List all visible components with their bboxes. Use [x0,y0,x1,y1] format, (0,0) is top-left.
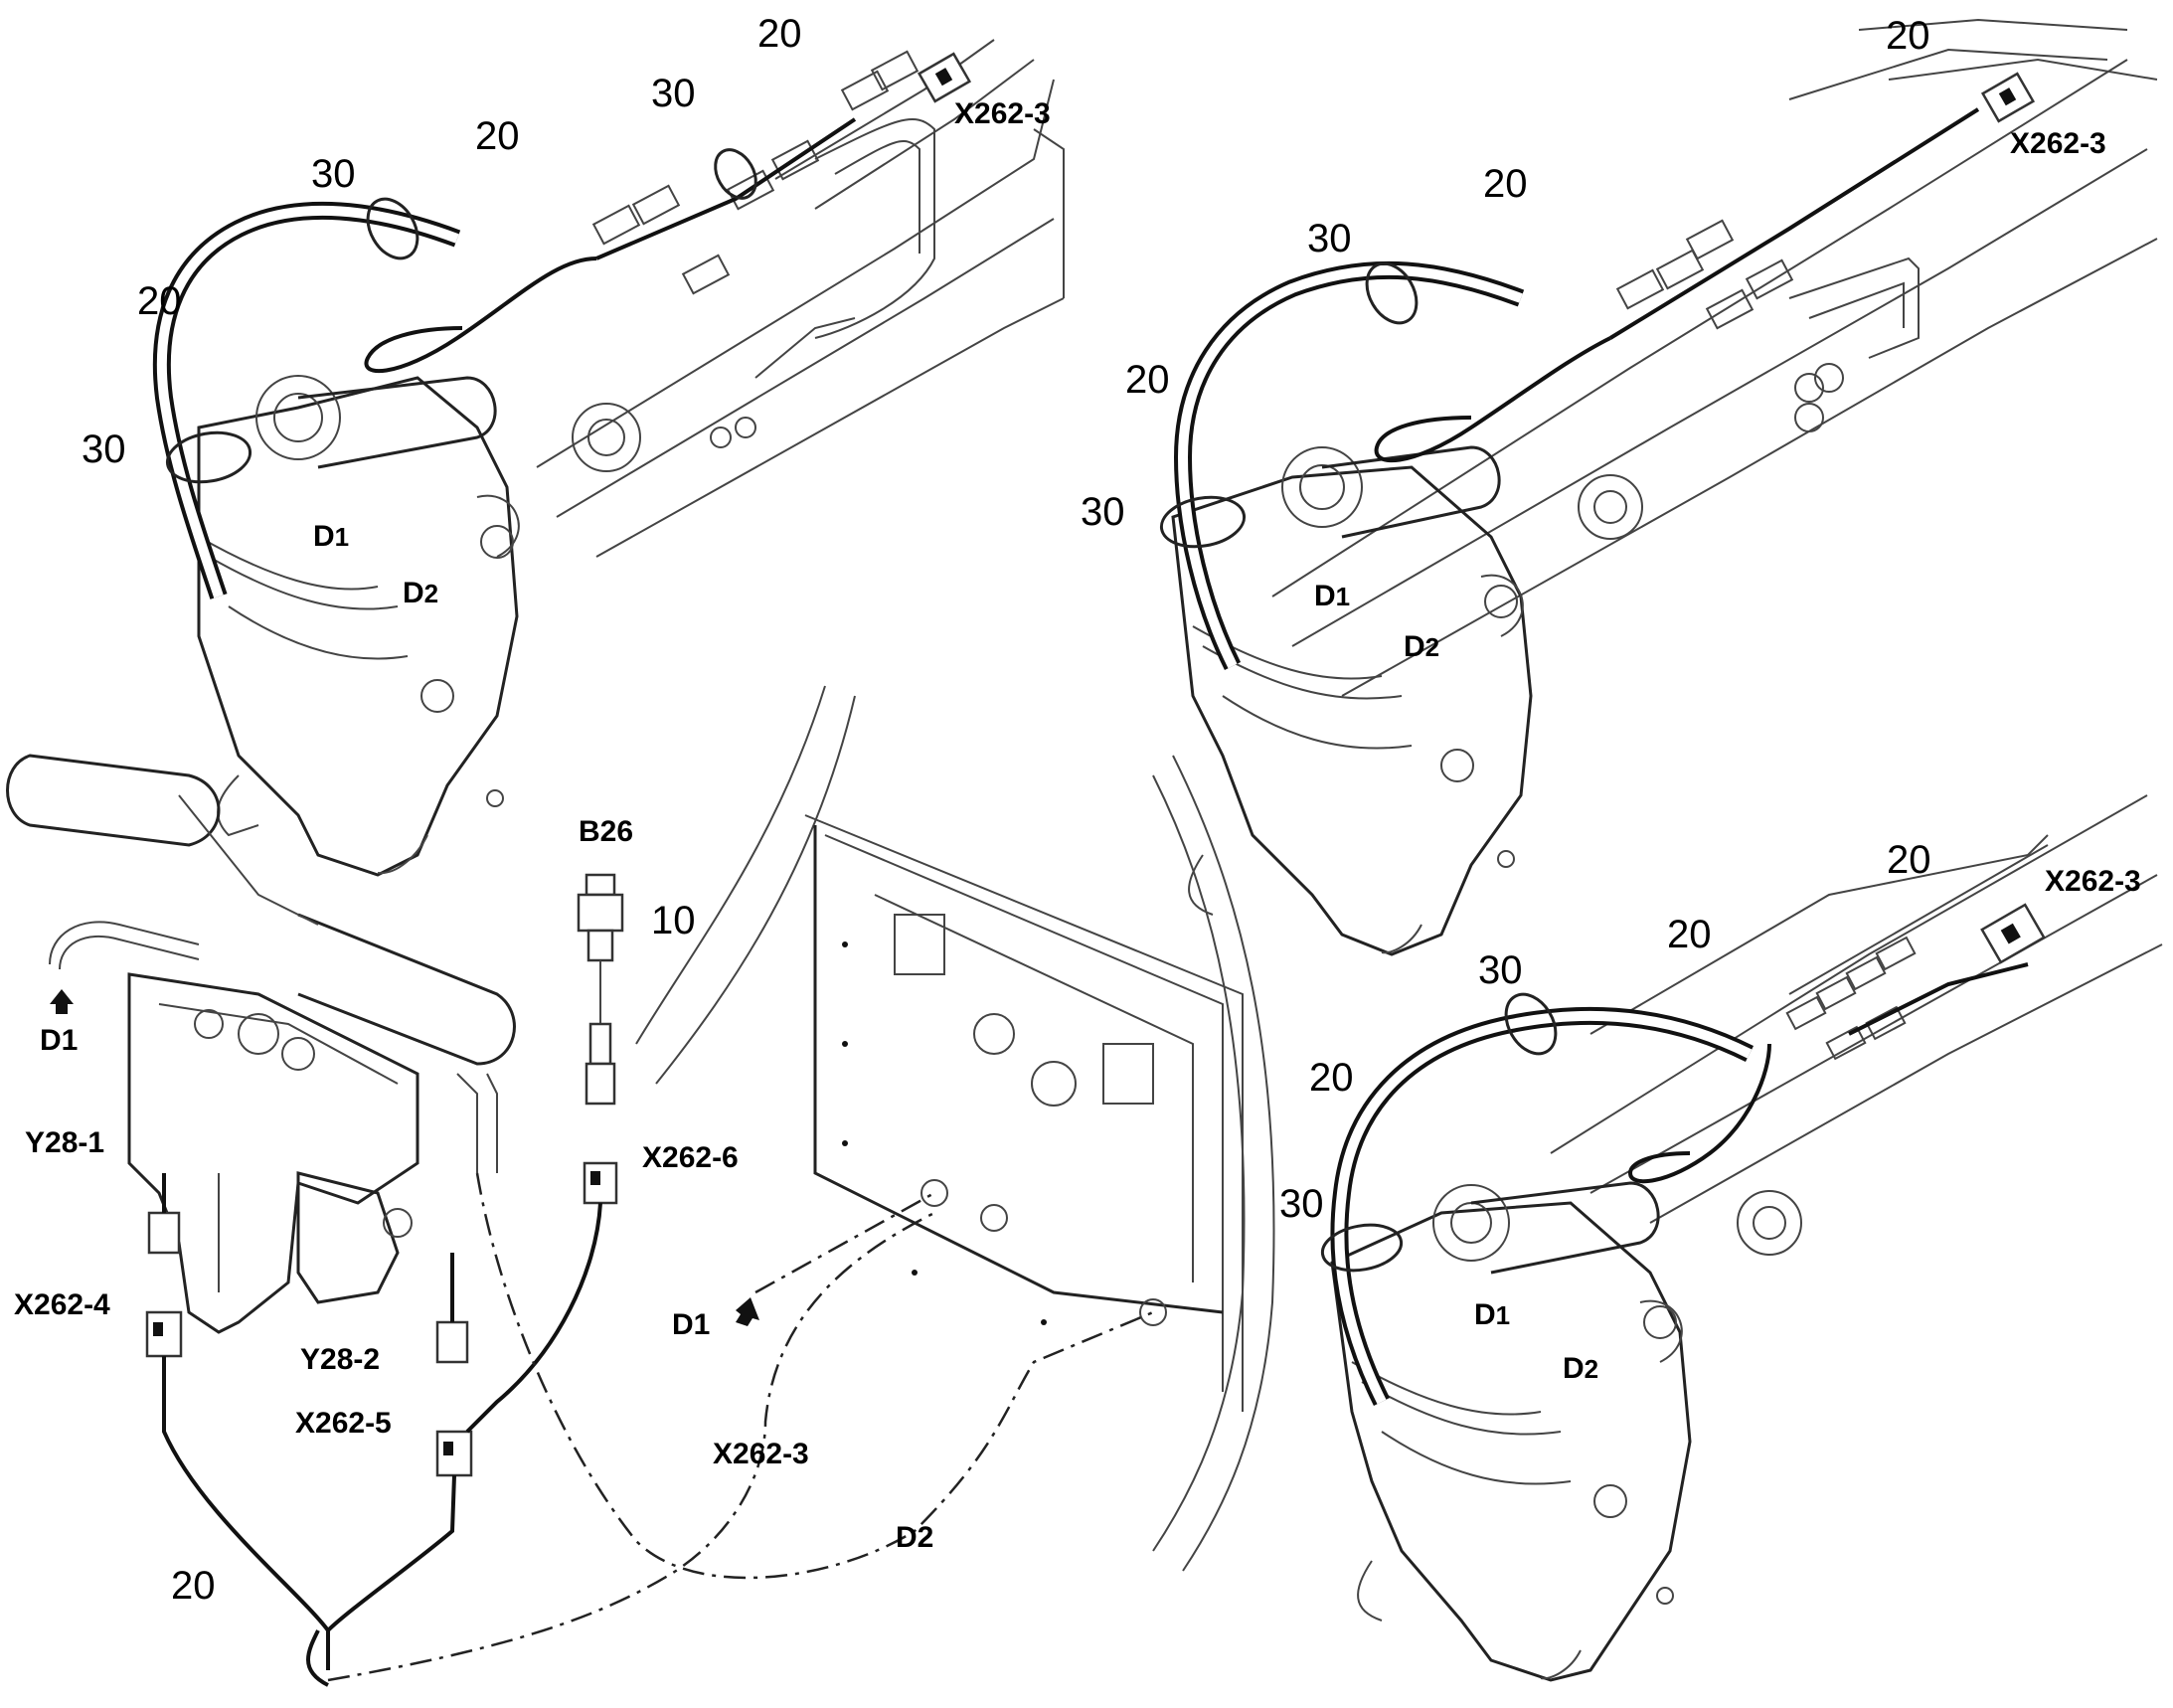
connector-x262-6-icon [583,1161,618,1205]
callout-20-connector-lead: 20 [757,12,802,56]
bottom-center-panel [635,685,1275,1572]
port-label-d1: D1 [1314,580,1351,612]
callout-20-outer-loop: 20 [1125,358,1170,402]
top-right-assembly [1159,18,2158,956]
callout-30-clamp-boom: 30 [651,72,696,115]
port-label-d1: D1 [313,520,350,553]
routing-label-d2: D2 [896,1521,934,1554]
sensor-label-b26: B26 [579,815,634,848]
callout-20-connector-lead: 20 [1886,14,1930,58]
port-label-d2: D2 [1563,1352,1599,1385]
callout-20-inner-loop: 20 [1667,913,1712,956]
connector-x262-5-icon [435,1430,473,1477]
port-label-d2: D2 [1404,630,1440,663]
callout-30-clamp-lower: 30 [1081,490,1125,534]
callout-30-clamp-lower: 30 [82,427,126,471]
connector-label-x262-5: X262-5 [295,1407,392,1440]
connector-label-x262-6: X262-6 [642,1141,739,1174]
callout-20-connector-lead: 20 [1887,838,1931,882]
callout-20-inner-loop: 20 [1483,162,1528,206]
connector-label-x262-3: X262-3 [2045,865,2141,898]
bottom-left-assembly [6,754,1154,1687]
callout-30-clamp-upper: 30 [1307,217,1352,260]
valve-label-y28-2: Y28-2 [300,1343,381,1376]
callout-20-outer-loop: 20 [137,279,182,323]
callout-20-outer-loop: 20 [1309,1056,1354,1100]
callout-20-inner-loop: 20 [475,114,520,158]
callout-30-clamp-upper: 30 [311,152,356,196]
callout-30-clamp-lower: 30 [1279,1182,1324,1226]
port-label-d2: D2 [403,577,439,609]
pressure-sensor-b26-icon [577,873,624,1106]
routing-label-d1: D1 [672,1308,711,1341]
bottom-right-assembly [1320,794,2163,1682]
callout-30-clamp-upper: 30 [1478,948,1523,992]
connector-label-x262-3: X262-3 [2010,127,2106,160]
port-label-d1: D1 [1474,1298,1511,1331]
routing-label-x262-3: X262-3 [713,1438,809,1470]
callout-20-harness: 20 [171,1564,216,1608]
top-left-assembly [152,39,1065,877]
connector-label-x262-4: X262-4 [14,1288,110,1321]
connector-x262-4-icon [145,1310,183,1358]
valve-label-y28-1: Y28-1 [25,1126,105,1159]
callout-10-sensor: 10 [651,899,696,942]
port-label-d1-hose: D1 [40,1024,79,1057]
connector-label-x262-3: X262-3 [954,97,1051,130]
